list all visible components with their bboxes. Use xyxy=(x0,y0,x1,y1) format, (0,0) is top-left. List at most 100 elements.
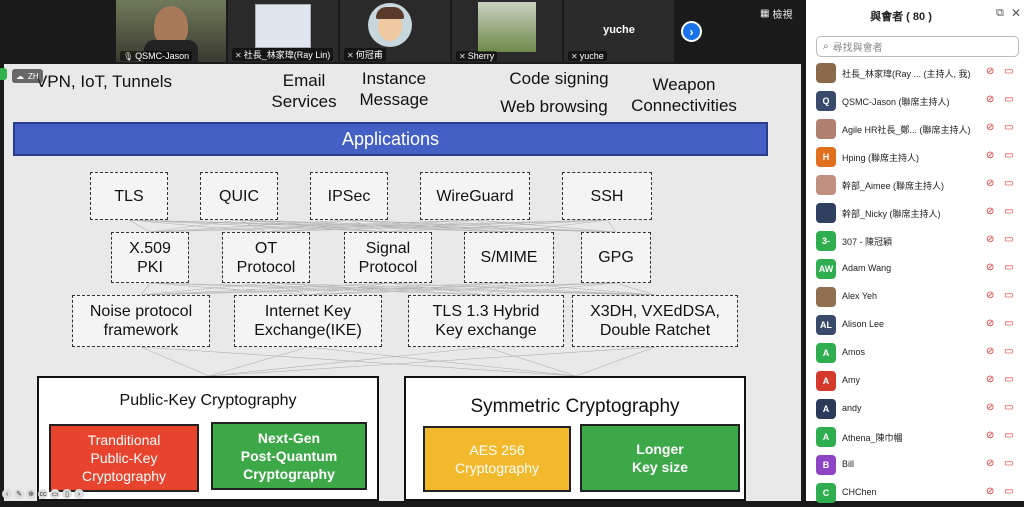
mic-muted-icon[interactable]: ⊘ xyxy=(986,122,995,133)
annotation-toolbar[interactable]: ☁ ZH xyxy=(12,69,43,83)
tile-name: 🎙QSMC-Jason xyxy=(120,51,193,61)
avatar: C xyxy=(816,483,836,503)
view-button[interactable]: ▦檢視 xyxy=(760,8,793,21)
cloud-icon[interactable]: ☁ xyxy=(16,71,24,81)
video-tile[interactable]: ✕何冠甫 xyxy=(340,0,450,62)
connector-lines xyxy=(128,219,656,377)
connector-line xyxy=(307,346,577,377)
video-off-icon[interactable]: ▭ xyxy=(1004,458,1014,469)
mic-muted-icon[interactable]: ⊘ xyxy=(986,178,995,189)
connector-line xyxy=(140,282,510,296)
zoom-label-icon[interactable]: ZH xyxy=(28,71,39,81)
connector-line xyxy=(128,219,151,233)
mic-icon: 🎙 xyxy=(123,52,134,61)
video-off-icon[interactable]: ▭ xyxy=(1004,346,1014,357)
connector-line xyxy=(387,219,608,233)
participants-panel: 與會者 ( 80 ) ⧉ ✕ ⌕ 尋找與會者 社長_林家瑋(Ray ... (主… xyxy=(806,0,1024,503)
video-tile[interactable]: ✕社長_林家瑋(Ray Lin) xyxy=(228,0,338,62)
connector-line xyxy=(128,219,267,233)
pen-icon[interactable]: ✎ xyxy=(14,489,24,499)
mic-muted-icon[interactable]: ⊘ xyxy=(986,458,995,469)
video-off-icon[interactable]: ▭ xyxy=(1004,206,1014,217)
popout-icon[interactable]: ⧉ xyxy=(996,7,1004,19)
participant-video xyxy=(154,6,188,46)
video-off-icon[interactable]: ▭ xyxy=(1004,66,1014,77)
avatar: B xyxy=(816,455,836,475)
slide-tools: ‹ ✎ ⊕ cc ▭ ▯ › xyxy=(2,489,84,499)
connector-line xyxy=(265,282,309,296)
video-off-icon[interactable]: ▭ xyxy=(1004,374,1014,385)
avatar xyxy=(816,287,836,307)
video-off-icon[interactable]: ▭ xyxy=(1004,94,1014,105)
traditional-box: Tranditional Public-Key Cryptography xyxy=(49,424,199,492)
participant-row[interactable]: 社長_林家瑋(Ray ... (主持人, 我)⊘▭ xyxy=(806,59,1024,87)
participant-name: 幹部_Nicky (聯席主持人) xyxy=(842,209,941,219)
avatar xyxy=(816,203,836,223)
search-input[interactable]: ⌕ 尋找與會者 xyxy=(816,36,1019,57)
video-tile[interactable]: yuche ✕yuche xyxy=(564,0,674,62)
video-tile[interactable]: 🎙QSMC-Jason xyxy=(116,0,226,62)
cc-icon[interactable]: cc xyxy=(38,489,48,499)
top-item: Email Services xyxy=(271,71,337,111)
connector-line xyxy=(606,219,617,233)
mic-muted-icon[interactable]: ⊘ xyxy=(986,94,995,105)
close-icon[interactable]: ✕ xyxy=(1011,6,1022,20)
next-page-button[interactable]: › xyxy=(681,21,702,42)
participant-video xyxy=(255,4,311,48)
video-off-icon[interactable]: ▭ xyxy=(1004,402,1014,413)
participant-name: andy xyxy=(842,403,862,413)
mic-muted-icon[interactable]: ⊘ xyxy=(986,486,995,497)
top-item: Instance Message xyxy=(359,69,429,109)
participant-row[interactable]: 幹部_Nicky (聯席主持人) ⊘ ▭ xyxy=(806,199,1024,227)
layout-icon[interactable]: ▭ xyxy=(50,489,60,499)
connector-line xyxy=(140,282,617,296)
mic-muted-icon[interactable]: ⊘ xyxy=(986,150,995,161)
participant-name: Hping (聯席主持人) xyxy=(842,153,920,163)
video-off-icon[interactable]: ▭ xyxy=(1004,430,1014,441)
mic-muted-icon[interactable]: ⊘ xyxy=(986,290,995,301)
tile-name: ✕何冠甫 xyxy=(344,48,386,61)
participant-row[interactable]: 3-307 - 陳冠穎⊘▭ xyxy=(806,227,1024,255)
mic-muted-icon[interactable]: ⊘ xyxy=(986,262,995,273)
forward-icon[interactable]: › xyxy=(74,489,84,499)
mic-muted-icon[interactable]: ⊘ xyxy=(986,318,995,329)
participant-video xyxy=(478,2,536,52)
video-tile[interactable]: ✕Sherry xyxy=(452,0,562,62)
video-off-icon[interactable]: ▭ xyxy=(1004,262,1014,273)
mic-muted-icon[interactable]: ⊘ xyxy=(986,430,995,441)
zoom-icon[interactable]: ⊕ xyxy=(26,489,36,499)
video-off-icon[interactable]: ▭ xyxy=(1004,318,1014,329)
video-off-icon[interactable]: ▭ xyxy=(1004,150,1014,161)
video-off-icon[interactable]: ▭ xyxy=(1004,234,1014,245)
mic-muted-icon[interactable]: ⊘ xyxy=(986,346,995,357)
participant-row[interactable]: 幹部_Aimee (聯席主持人)⊘▭ xyxy=(806,171,1024,199)
connector-line xyxy=(307,282,617,296)
connector-line xyxy=(208,346,309,377)
page-icon[interactable]: ▯ xyxy=(62,489,72,499)
mic-muted-icon[interactable]: ⊘ xyxy=(986,234,995,245)
mic-muted-icon[interactable]: ⊘ xyxy=(986,374,995,385)
video-off-icon[interactable]: ▭ xyxy=(1004,122,1014,133)
participant-row[interactable]: Agile HR社長_鄭... (聯席主持人)⊘▭ xyxy=(806,115,1024,143)
back-icon[interactable]: ‹ xyxy=(2,489,12,499)
video-off-icon[interactable]: ▭ xyxy=(1004,178,1014,189)
mic-muted-icon[interactable]: ⊘ xyxy=(986,206,995,217)
video-off-icon[interactable]: ▭ xyxy=(1004,290,1014,301)
video-off-icon[interactable]: ▭ xyxy=(1004,486,1014,497)
mic-muted-icon[interactable]: ⊘ xyxy=(986,402,995,413)
avatar xyxy=(816,175,836,195)
participant-name: Athena_陳巾幗 xyxy=(842,433,903,443)
chevron-right-icon: › xyxy=(689,24,694,39)
mic-muted-icon[interactable]: ⊘ xyxy=(986,66,995,77)
participant-row[interactable]: Alex Yeh⊘▭ xyxy=(806,283,1024,311)
